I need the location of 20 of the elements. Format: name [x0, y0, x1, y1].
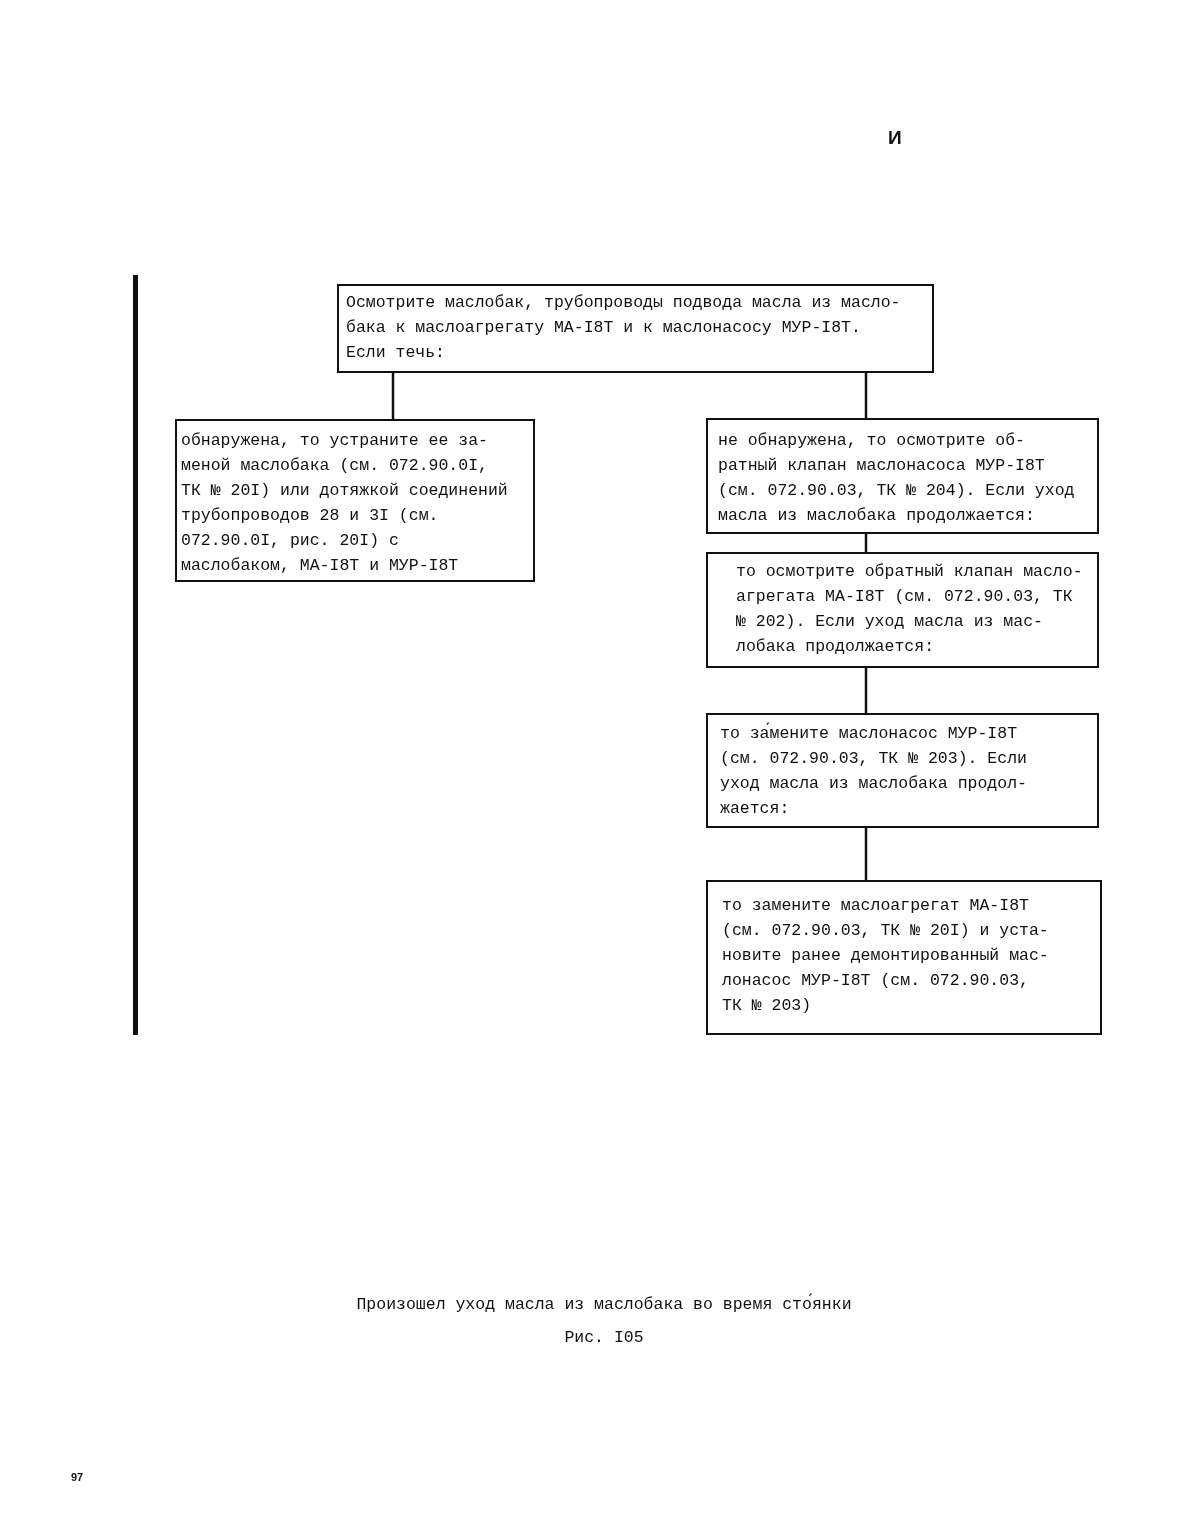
connector-line [864, 828, 868, 880]
instruction-text: то осмотрите обратный клапан масло- агрегата МА-I8Т (см. 072.90.03, ТК № 202). Если уход масла из мас- лобака продолжается: [736, 561, 1084, 658]
connector-line [391, 373, 395, 419]
instruction-text: то за́мените маслонасос МУР-I8Т (см. 072.90.03, ТК № 203). Если уход масла из маслобака продол- жается: [720, 721, 1028, 820]
instruction-text: не обнаружена, то осмотрите об- ратный клапан маслонасоса МУР-I8Т (см. 072.90.03, ТК № 204). Если уход масла из маслобака продолжается: [718, 430, 1076, 527]
process-box [706, 880, 1102, 1035]
instruction-text: то замените маслоагрегат МА-I8Т (см. 072.90.03, ТК № 20I) и уста- новите ранее демонтированный мас- лонасос МУР-I8Т (см. 072.90.03, ТК № 203) [722, 895, 1050, 1017]
figure-number: Рис. I05 [564, 1327, 644, 1349]
process-box [706, 713, 1099, 828]
process-box [175, 419, 535, 582]
process-box [706, 418, 1099, 534]
connector-line [864, 668, 868, 713]
page-number: 97 [71, 1470, 84, 1485]
figure-caption: Произошел уход масла из маслобака во время сто́янки [356, 1292, 852, 1316]
instruction-text: обнаружена, то устраните ее за- меной маслобака (см. 072.90.0I, ТК № 20I) или дотяжкой соединений трубопроводов 28 и 3I (см. 072.90.0I, рис. 20I) с маслобаком, МА-I8Т и МУР-I8Т [181, 430, 509, 577]
process-box [337, 284, 934, 373]
process-box [706, 552, 1099, 668]
section-letter: И [888, 126, 902, 150]
instruction-text: Осмотрите маслобак, трубопроводы подвода масла из масло- бака к маслоагрегату МА-I8Т и к маслонасосу МУР-I8Т. Если течь: [346, 292, 902, 364]
connector-line [864, 373, 868, 418]
